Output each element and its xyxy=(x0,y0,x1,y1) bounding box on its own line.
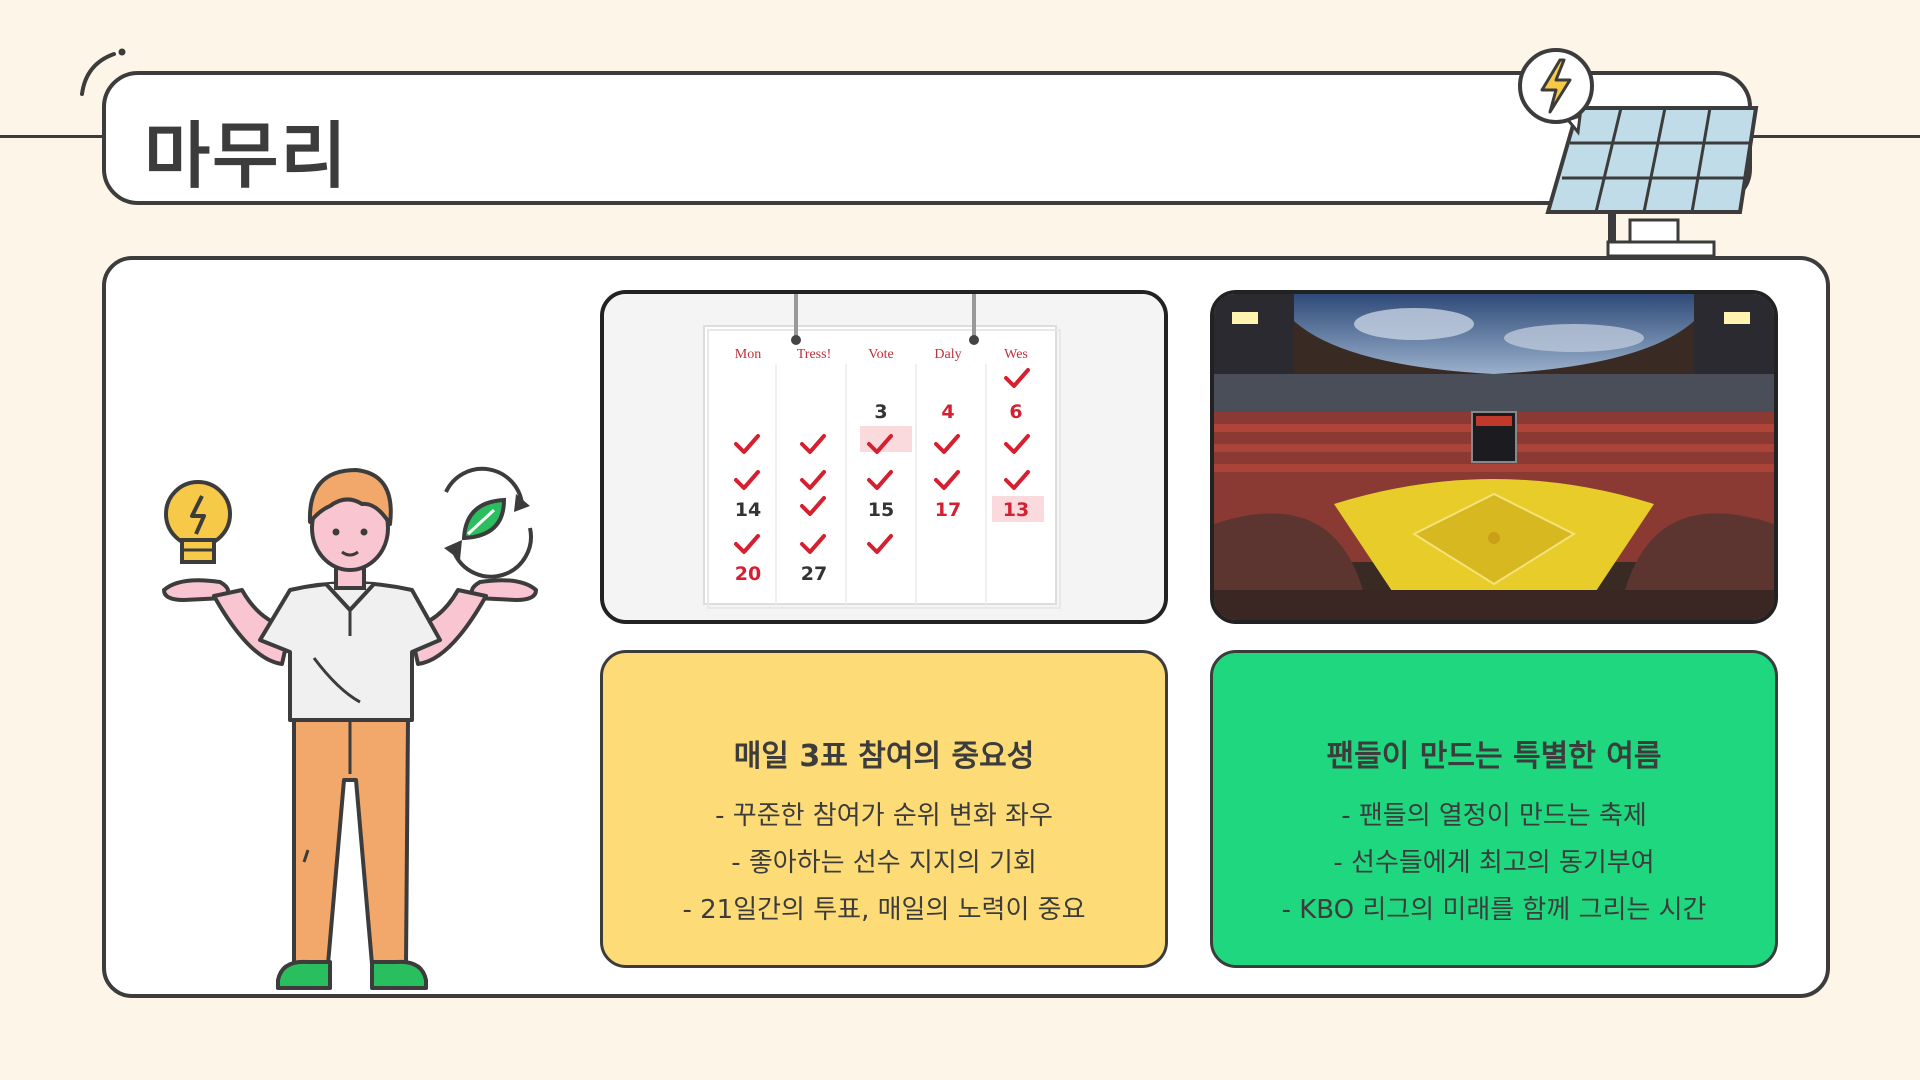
corner-arc-decoration xyxy=(80,48,126,96)
participation-card-line: - 꾸준한 참여가 순위 변화 좌우 xyxy=(715,801,1053,831)
calendar-day-label: Tress! xyxy=(797,347,832,362)
person-illustration xyxy=(161,466,539,990)
fans-summer-card-heading: 팬들이 만드는 특별한 여름 xyxy=(1326,739,1662,774)
calendar-number: 15 xyxy=(868,499,894,521)
fans-summer-card-line: - KBO 리그의 미래를 함께 그리는 시간 xyxy=(1281,895,1707,925)
participation-card: 매일 3표 참여의 중요성 - 꾸준한 참여가 순위 변화 좌우 - 좋아하는 … xyxy=(600,650,1168,968)
fans-summer-card-line: - 선수들에게 최고의 동기부여 xyxy=(1333,848,1655,878)
calendar-number: 27 xyxy=(801,563,827,585)
title-banner: 마무리 xyxy=(102,71,1752,205)
stadium-image xyxy=(1210,290,1778,624)
participation-card-heading: 매일 3표 참여의 중요성 xyxy=(733,739,1035,774)
calendar-day-label: Vote xyxy=(868,347,893,362)
calendar-check-marks xyxy=(734,368,1030,554)
calendar-day-label: Daly xyxy=(934,347,961,362)
calendar-number: 6 xyxy=(1009,401,1022,423)
calendar-number: 14 xyxy=(735,499,761,521)
lightning-icon xyxy=(1518,48,1594,136)
participation-card-line: - 좋아하는 선수 지지의 기회 xyxy=(731,848,1037,878)
calendar-number: 17 xyxy=(935,499,961,521)
header-rule-right xyxy=(1750,135,1920,138)
leaf-recycle-icon xyxy=(444,466,533,579)
calendar-number: 3 xyxy=(874,401,887,423)
fans-summer-card: 팬들이 만드는 특별한 여름 - 팬들의 열정이 만드는 축제 - 선수들에게 … xyxy=(1210,650,1778,968)
lightbulb-icon xyxy=(164,480,232,564)
calendar-day-label: Mon xyxy=(735,347,761,362)
fans-summer-card-line: - 팬들의 열정이 만드는 축제 xyxy=(1341,801,1647,831)
calendar-number: 13 xyxy=(1003,499,1029,521)
calendar-image: Mon Tress! Vote Daly Wes 3 4 6 14 15 17 … xyxy=(600,290,1168,624)
page-title: 마무리 xyxy=(144,114,349,198)
calendar-day-label: Wes xyxy=(1004,347,1028,362)
calendar-number: 20 xyxy=(735,563,761,585)
solar-panel-icon xyxy=(1518,48,1759,258)
calendar-number: 4 xyxy=(941,401,954,423)
participation-card-line: - 21일간의 투표, 매일의 노력이 중요 xyxy=(682,895,1086,925)
header-rule-left xyxy=(0,135,104,138)
